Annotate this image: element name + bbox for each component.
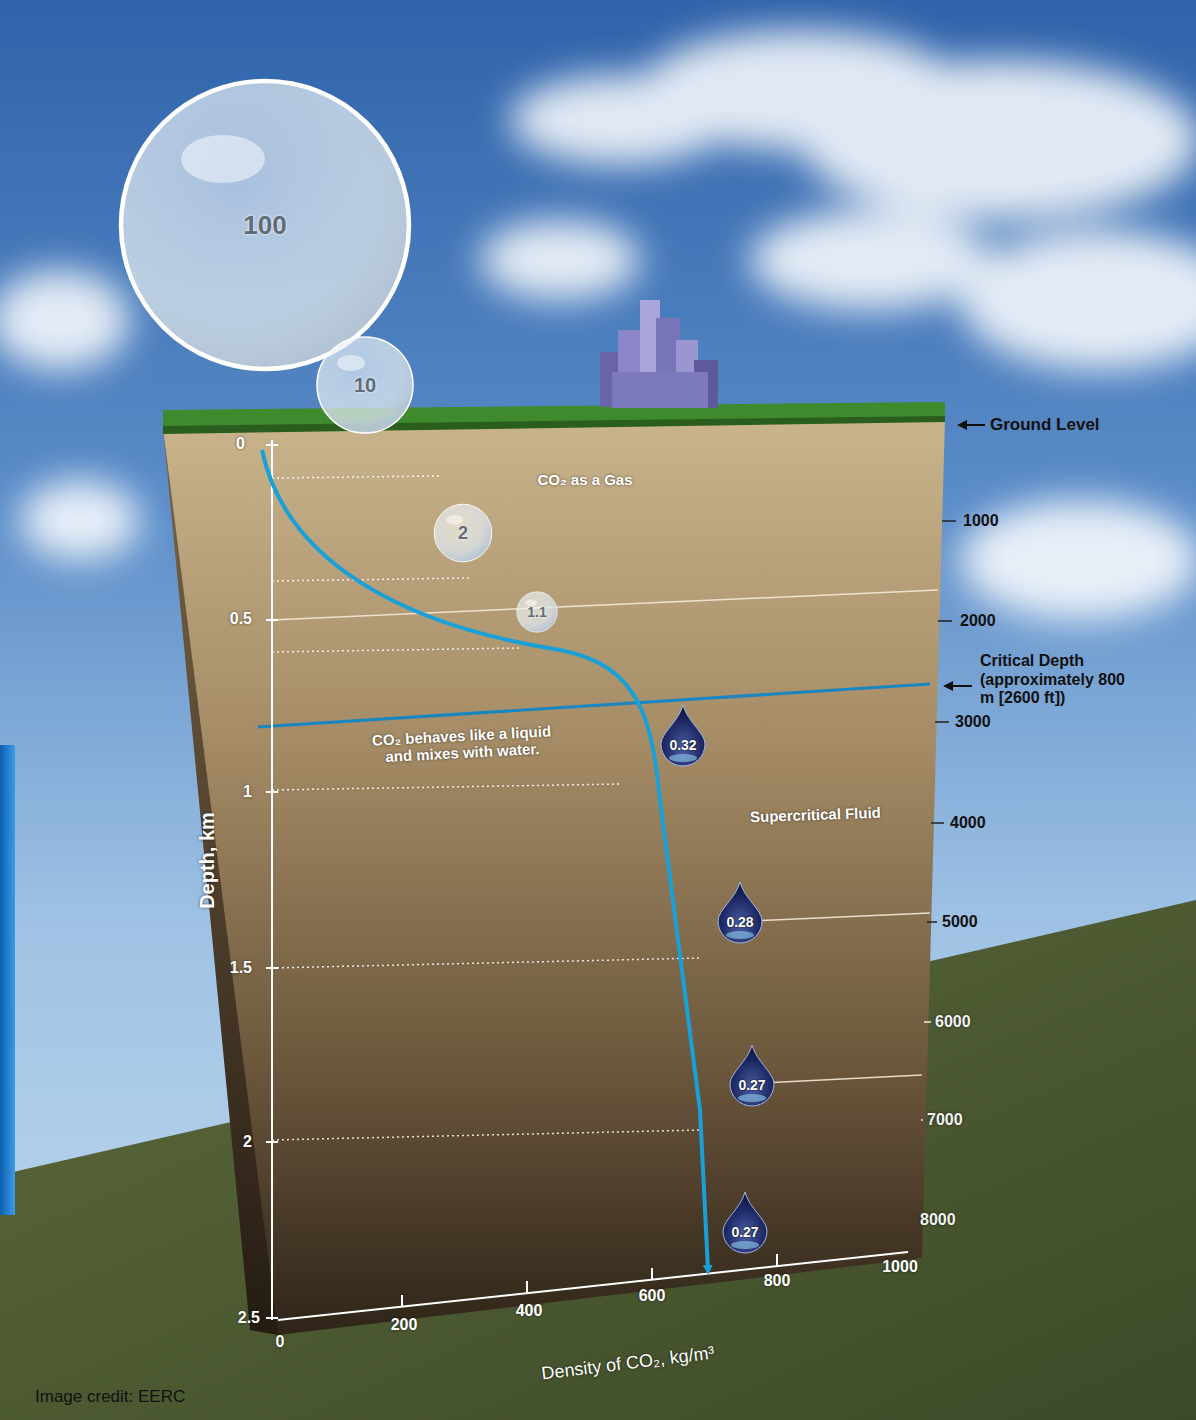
depth-tick: 0.5 xyxy=(230,610,252,628)
feet-tick: 4000 xyxy=(950,814,986,832)
droplet-volume: 0.27 xyxy=(738,1077,765,1093)
liquid-droplet: 0.32 xyxy=(658,703,708,767)
bubble-volume: 10 xyxy=(354,374,376,397)
gas-bubble: 1.1 xyxy=(516,591,558,633)
feet-tick: 3000 xyxy=(955,713,991,731)
density-tick: 200 xyxy=(391,1316,418,1334)
feet-tick: 1000 xyxy=(963,512,999,530)
droplet-volume: 0.28 xyxy=(726,914,753,930)
gas-bubble: 2 xyxy=(433,503,493,563)
droplet-volume: 0.27 xyxy=(731,1224,758,1240)
bubble-volume: 1.1 xyxy=(527,604,546,620)
depth-tick: 2 xyxy=(243,1133,252,1151)
droplet-shape xyxy=(658,703,708,767)
droplet-shape xyxy=(727,1043,777,1107)
bubble-volume: 100 xyxy=(243,210,286,241)
density-tick: 800 xyxy=(764,1272,791,1290)
depth-tick: 0 xyxy=(236,435,245,453)
density-tick: 0 xyxy=(276,1333,285,1351)
gas-bubble: 100 xyxy=(115,75,415,375)
ground-label: Ground Level xyxy=(990,415,1100,435)
feet-tick: 2000 xyxy=(960,612,996,630)
feet-tick: 8000 xyxy=(920,1211,956,1229)
feet-tick: 6000 xyxy=(935,1013,971,1031)
liquid-droplet: 0.28 xyxy=(715,880,765,944)
droplet-shape xyxy=(720,1190,770,1254)
density-tick: 400 xyxy=(516,1302,543,1320)
zone-label: CO₂ as a Gas xyxy=(537,471,632,488)
depth-tick: 1 xyxy=(243,783,252,801)
bubble-volume: 2 xyxy=(458,523,468,544)
gas-bubble: 10 xyxy=(315,335,415,435)
image-credit: Image credit: EERC xyxy=(35,1387,185,1407)
depth-tick: 1.5 xyxy=(230,959,252,977)
density-tick: 600 xyxy=(639,1287,666,1305)
feet-tick: 7000 xyxy=(927,1111,963,1129)
liquid-droplet: 0.27 xyxy=(727,1043,777,1107)
liquid-droplet: 0.27 xyxy=(720,1190,770,1254)
depth-tick: 2.5 xyxy=(238,1309,260,1327)
feet-tick: 5000 xyxy=(942,913,978,931)
droplet-volume: 0.32 xyxy=(669,737,696,753)
critical-depth-note: Critical Depth (approximately 800 m [260… xyxy=(980,652,1130,707)
density-tick: 1000 xyxy=(882,1258,918,1276)
axis-title: Depth, km xyxy=(196,812,219,909)
droplet-shape xyxy=(715,880,765,944)
